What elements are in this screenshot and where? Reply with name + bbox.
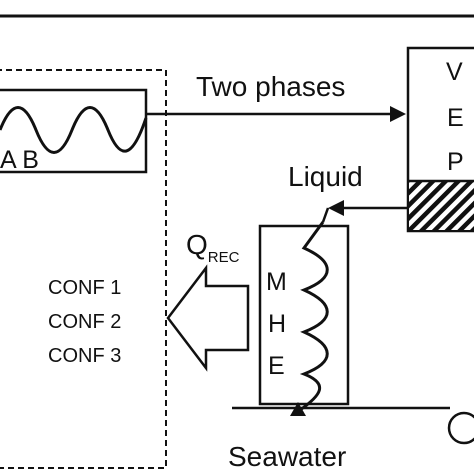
q-rec-label: QREC: [186, 229, 240, 266]
q-rec-heat-arrow: [166, 264, 250, 372]
conf-3-label: CONF 3: [48, 345, 121, 367]
vep-letter-p: P: [447, 148, 464, 176]
q-rec-subscript: REC: [208, 249, 240, 266]
liquid-connector: [321, 207, 330, 223]
liquid-arrowhead: [328, 200, 344, 216]
ab-wave-coil: [0, 106, 148, 154]
mhe-exchanger-box: [258, 224, 350, 406]
seawater-label: Seawater: [228, 441, 346, 472]
mhe-coil: [299, 221, 329, 412]
seawater-arrowhead: [290, 402, 306, 416]
two-phases-label: Two phases: [196, 71, 345, 102]
mhe-letter-e: E: [268, 352, 285, 380]
conf-2-label: CONF 2: [48, 311, 121, 333]
vep-letter-e: E: [447, 104, 464, 132]
two-phases-arrowhead: [390, 106, 406, 122]
vep-vessel: [406, 46, 474, 233]
conf-1-label: CONF 1: [48, 277, 121, 299]
dashed-configuration-box: [0, 69, 167, 469]
ab-label: A B: [0, 146, 39, 174]
ab-component-box: [0, 88, 148, 174]
mhe-letter-h: H: [268, 310, 286, 338]
liquid-label: Liquid: [288, 161, 363, 192]
vep-liquid-hatch: [409, 181, 474, 230]
vep-letter-v: V: [446, 58, 463, 86]
seawater-pump: [447, 411, 474, 445]
mhe-letter-m: M: [266, 268, 287, 296]
